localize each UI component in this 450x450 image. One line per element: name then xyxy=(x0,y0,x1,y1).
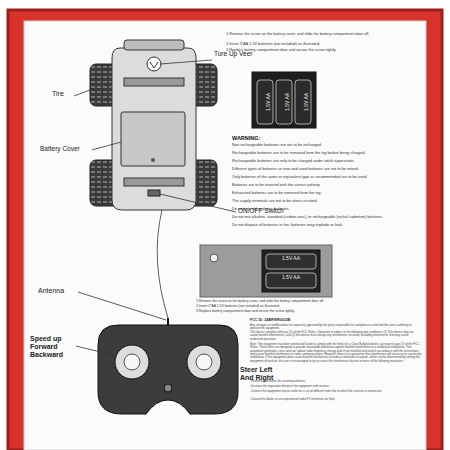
fcc-text: -Consult the dealer or an experienced ra… xyxy=(250,398,422,401)
instruction: 3.Replace battery compartment door and s… xyxy=(226,48,422,52)
part-name: Tire xyxy=(52,90,76,98)
warning-line: Do not mix alkaline, standard (carbon-zi… xyxy=(232,215,424,219)
battery-label: 1.5V AA xyxy=(285,82,291,122)
warning-line: Only batteries of the same or equivalent… xyxy=(232,175,424,179)
warning-line: Different types of batteries or new and … xyxy=(232,167,424,171)
warning-line: Exhausted batteries are to be removed fr… xyxy=(232,191,424,195)
instruction: 2.Insert 2*AA 1.5V batteries (not includ… xyxy=(196,305,336,309)
warning-heading: WARNING: xyxy=(232,135,312,141)
warning-line: Do not dispose of batteries in fire, bat… xyxy=(232,223,424,227)
battery-label: 1.5V AA xyxy=(266,82,272,122)
battery-label: 1.5V AA xyxy=(266,256,316,262)
instruction: 1.Remove the screw on the battery cover,… xyxy=(226,32,422,36)
fcc-text: This device complies with part 15 of the… xyxy=(250,331,422,341)
warning-line: Batteries are to be inserted with the co… xyxy=(232,183,424,187)
part-name: Speed up Forward Backward xyxy=(30,335,80,359)
fcc-text: -Connect the equipment into an outlet on… xyxy=(250,390,422,393)
fcc-text: -Increase the separation between the equ… xyxy=(250,385,422,388)
battery-label: 1.5V AA xyxy=(304,82,310,122)
warning-line: Rechargeable batteries are to be removed… xyxy=(232,151,424,155)
fcc-text: -Reorient or relocate the receiving ante… xyxy=(250,380,422,383)
instruction: 1.Remove the screw on the battery cover,… xyxy=(196,300,336,304)
part-name: Battery Cover xyxy=(40,145,92,152)
battery-label: 1.5V AA xyxy=(266,275,316,281)
fcc-text: Note: This equipment has been tested and… xyxy=(250,343,422,363)
fcc-text: Any changes or modifications not express… xyxy=(250,324,422,331)
instruction: 2.Insert 3*AA 1.5V batteries (not includ… xyxy=(226,42,422,46)
warning-line: The supply terminals are not to be short… xyxy=(232,199,424,203)
warning-line: Rechargeable batteries are only to be ch… xyxy=(232,159,424,163)
part-name: Antenna xyxy=(38,287,78,295)
fcc-heading: FCC ID: 2ABRWR0032B xyxy=(250,318,422,322)
warning-line: Non-rechargeable batteries are not to be… xyxy=(232,143,424,147)
instruction: 3.Replace battery compartment door and s… xyxy=(196,310,336,314)
warning-line: Do not mix old and new batteries. xyxy=(232,207,424,211)
